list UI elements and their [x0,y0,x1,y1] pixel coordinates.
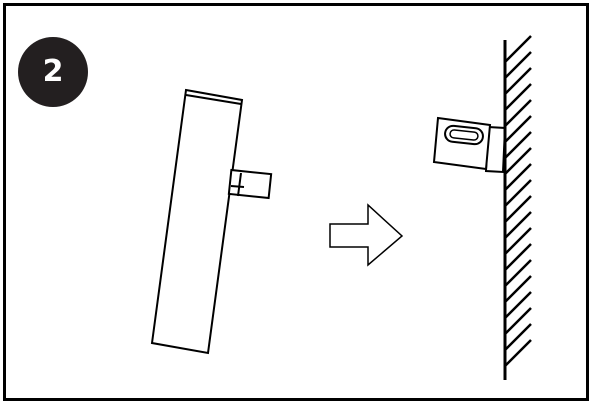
hatch-mark [504,35,532,63]
hatch-mark [504,291,532,319]
wall-bracket-slot-inner [449,129,479,141]
hatch-mark [504,307,532,335]
device-bracket [227,168,273,200]
direction-arrow-icon [329,203,404,267]
hatch-mark [504,131,532,159]
hatch-mark [504,275,532,303]
instruction-frame [3,3,589,401]
hatch-mark [504,195,532,223]
hatch-mark [504,323,532,351]
device-body [150,88,244,355]
wall [503,35,532,380]
device-top-edge [185,94,242,105]
hatch-mark [504,99,532,127]
hatch-mark [504,211,532,239]
bracket-joint-line [237,172,242,197]
hatch-mark [504,147,532,175]
hatch-mark [504,115,532,143]
hatch-mark [504,51,532,79]
wall-hatching-icon [504,35,532,367]
step-badge: 2 [18,37,88,107]
step-number: 2 [42,54,64,89]
hatch-mark [504,227,532,255]
hatch-mark [504,259,532,287]
wall-bracket [432,116,507,174]
hatch-mark [504,67,532,95]
hatch-mark [504,179,532,207]
hatch-mark [504,163,532,191]
hatch-mark [504,243,532,271]
hatch-mark [504,339,532,367]
hatch-mark [504,83,532,111]
bracket-slot-line [230,185,245,188]
device-assembly [150,88,273,355]
